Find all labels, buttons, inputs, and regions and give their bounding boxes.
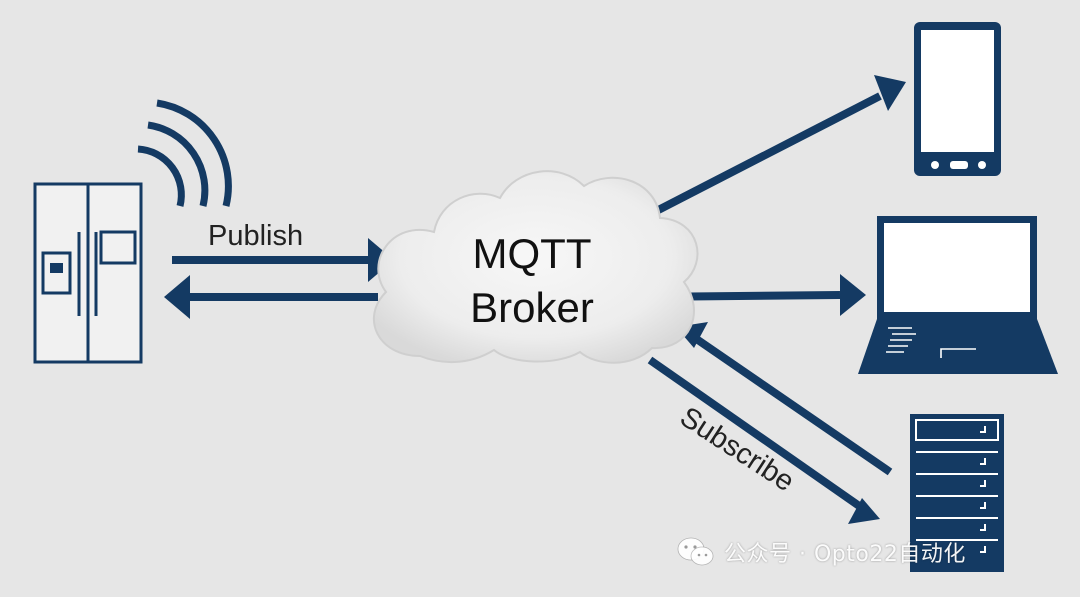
arrow-head-left (164, 275, 190, 319)
smartphone-icon (914, 22, 1001, 176)
cloud-label-mqtt: MQTT (473, 230, 592, 277)
publish-label: Publish (208, 220, 303, 252)
wireless-signal-icon (137, 99, 232, 207)
cloud-label-broker: Broker (470, 284, 594, 331)
arrow-head-laptop (840, 274, 866, 316)
watermark: 公众号 · Opto22自动化 (676, 535, 966, 569)
mqtt-broker-cloud (373, 170, 699, 364)
arrow-head-phone (874, 75, 906, 111)
refrigerator-icon (33, 182, 143, 364)
watermark-text: 公众号 · Opto22自动化 (724, 542, 966, 567)
server-rack-icon (910, 414, 1004, 572)
wechat-icon (677, 537, 714, 566)
arrow-head-server-in (848, 498, 880, 524)
laptop-icon (858, 216, 1058, 374)
